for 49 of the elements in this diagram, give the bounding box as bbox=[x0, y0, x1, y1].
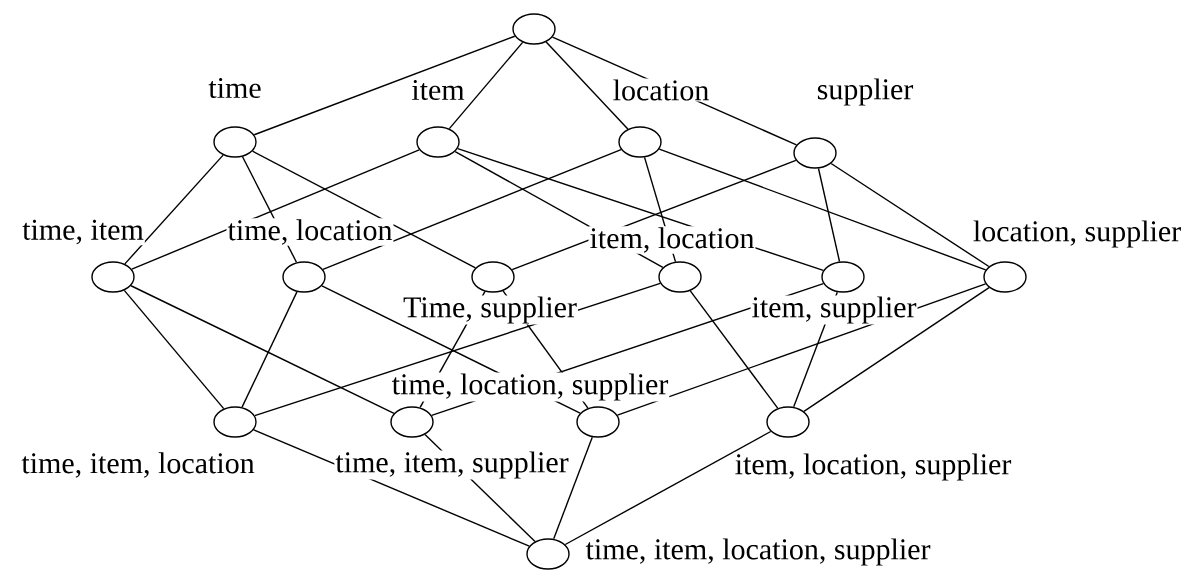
lattice-node bbox=[658, 261, 702, 293]
lattice-node bbox=[213, 406, 257, 438]
node-label: item, location, supplier bbox=[733, 452, 1013, 482]
lattice-node bbox=[766, 406, 810, 438]
connector-line bbox=[803, 286, 990, 413]
node-label: time, location, supplier bbox=[390, 372, 670, 402]
node-label: location, supplier bbox=[971, 219, 1183, 249]
node-label: time, item, location, supplier bbox=[584, 537, 932, 567]
node-label: Time, supplier bbox=[402, 295, 578, 325]
lattice-node bbox=[282, 261, 326, 293]
connector-line bbox=[123, 289, 225, 410]
node-label: time, item, location bbox=[20, 451, 256, 479]
lattice-node bbox=[983, 261, 1027, 293]
connector-line bbox=[553, 436, 593, 540]
lattice-node bbox=[526, 538, 570, 570]
connector-line bbox=[254, 282, 661, 417]
connector-line bbox=[253, 35, 516, 136]
lattice-node bbox=[576, 406, 620, 438]
connector-line bbox=[658, 148, 987, 271]
lattice-node bbox=[390, 406, 434, 438]
lattice-node bbox=[793, 137, 837, 169]
connector-line bbox=[124, 154, 224, 265]
node-label: time bbox=[207, 76, 263, 100]
connector-line bbox=[130, 285, 395, 414]
connector-line bbox=[131, 149, 420, 270]
connector-line bbox=[564, 430, 772, 546]
node-label: item bbox=[410, 78, 466, 102]
node-label: time, location bbox=[226, 218, 394, 246]
node-label: item, location bbox=[588, 226, 756, 254]
node-label: time, item, supplier bbox=[334, 450, 570, 480]
lattice-node bbox=[618, 126, 662, 158]
lattice-node bbox=[91, 261, 135, 293]
connector-line bbox=[241, 291, 298, 408]
connector-line bbox=[448, 41, 524, 130]
lattice-node bbox=[416, 126, 460, 158]
connector-line bbox=[689, 290, 779, 409]
node-label: item, supplier bbox=[750, 295, 918, 325]
connector-line bbox=[545, 41, 629, 130]
node-label: supplier bbox=[815, 77, 915, 107]
lattice-node bbox=[471, 261, 515, 293]
node-label: location bbox=[611, 78, 711, 102]
connector-line bbox=[817, 167, 841, 263]
node-label: time, item bbox=[21, 218, 145, 246]
connector-line bbox=[251, 150, 477, 269]
lattice-node bbox=[821, 261, 865, 293]
connector-line bbox=[322, 148, 622, 271]
lattice-node bbox=[512, 13, 556, 45]
lattice-node bbox=[213, 126, 257, 158]
connector-line bbox=[830, 162, 990, 268]
